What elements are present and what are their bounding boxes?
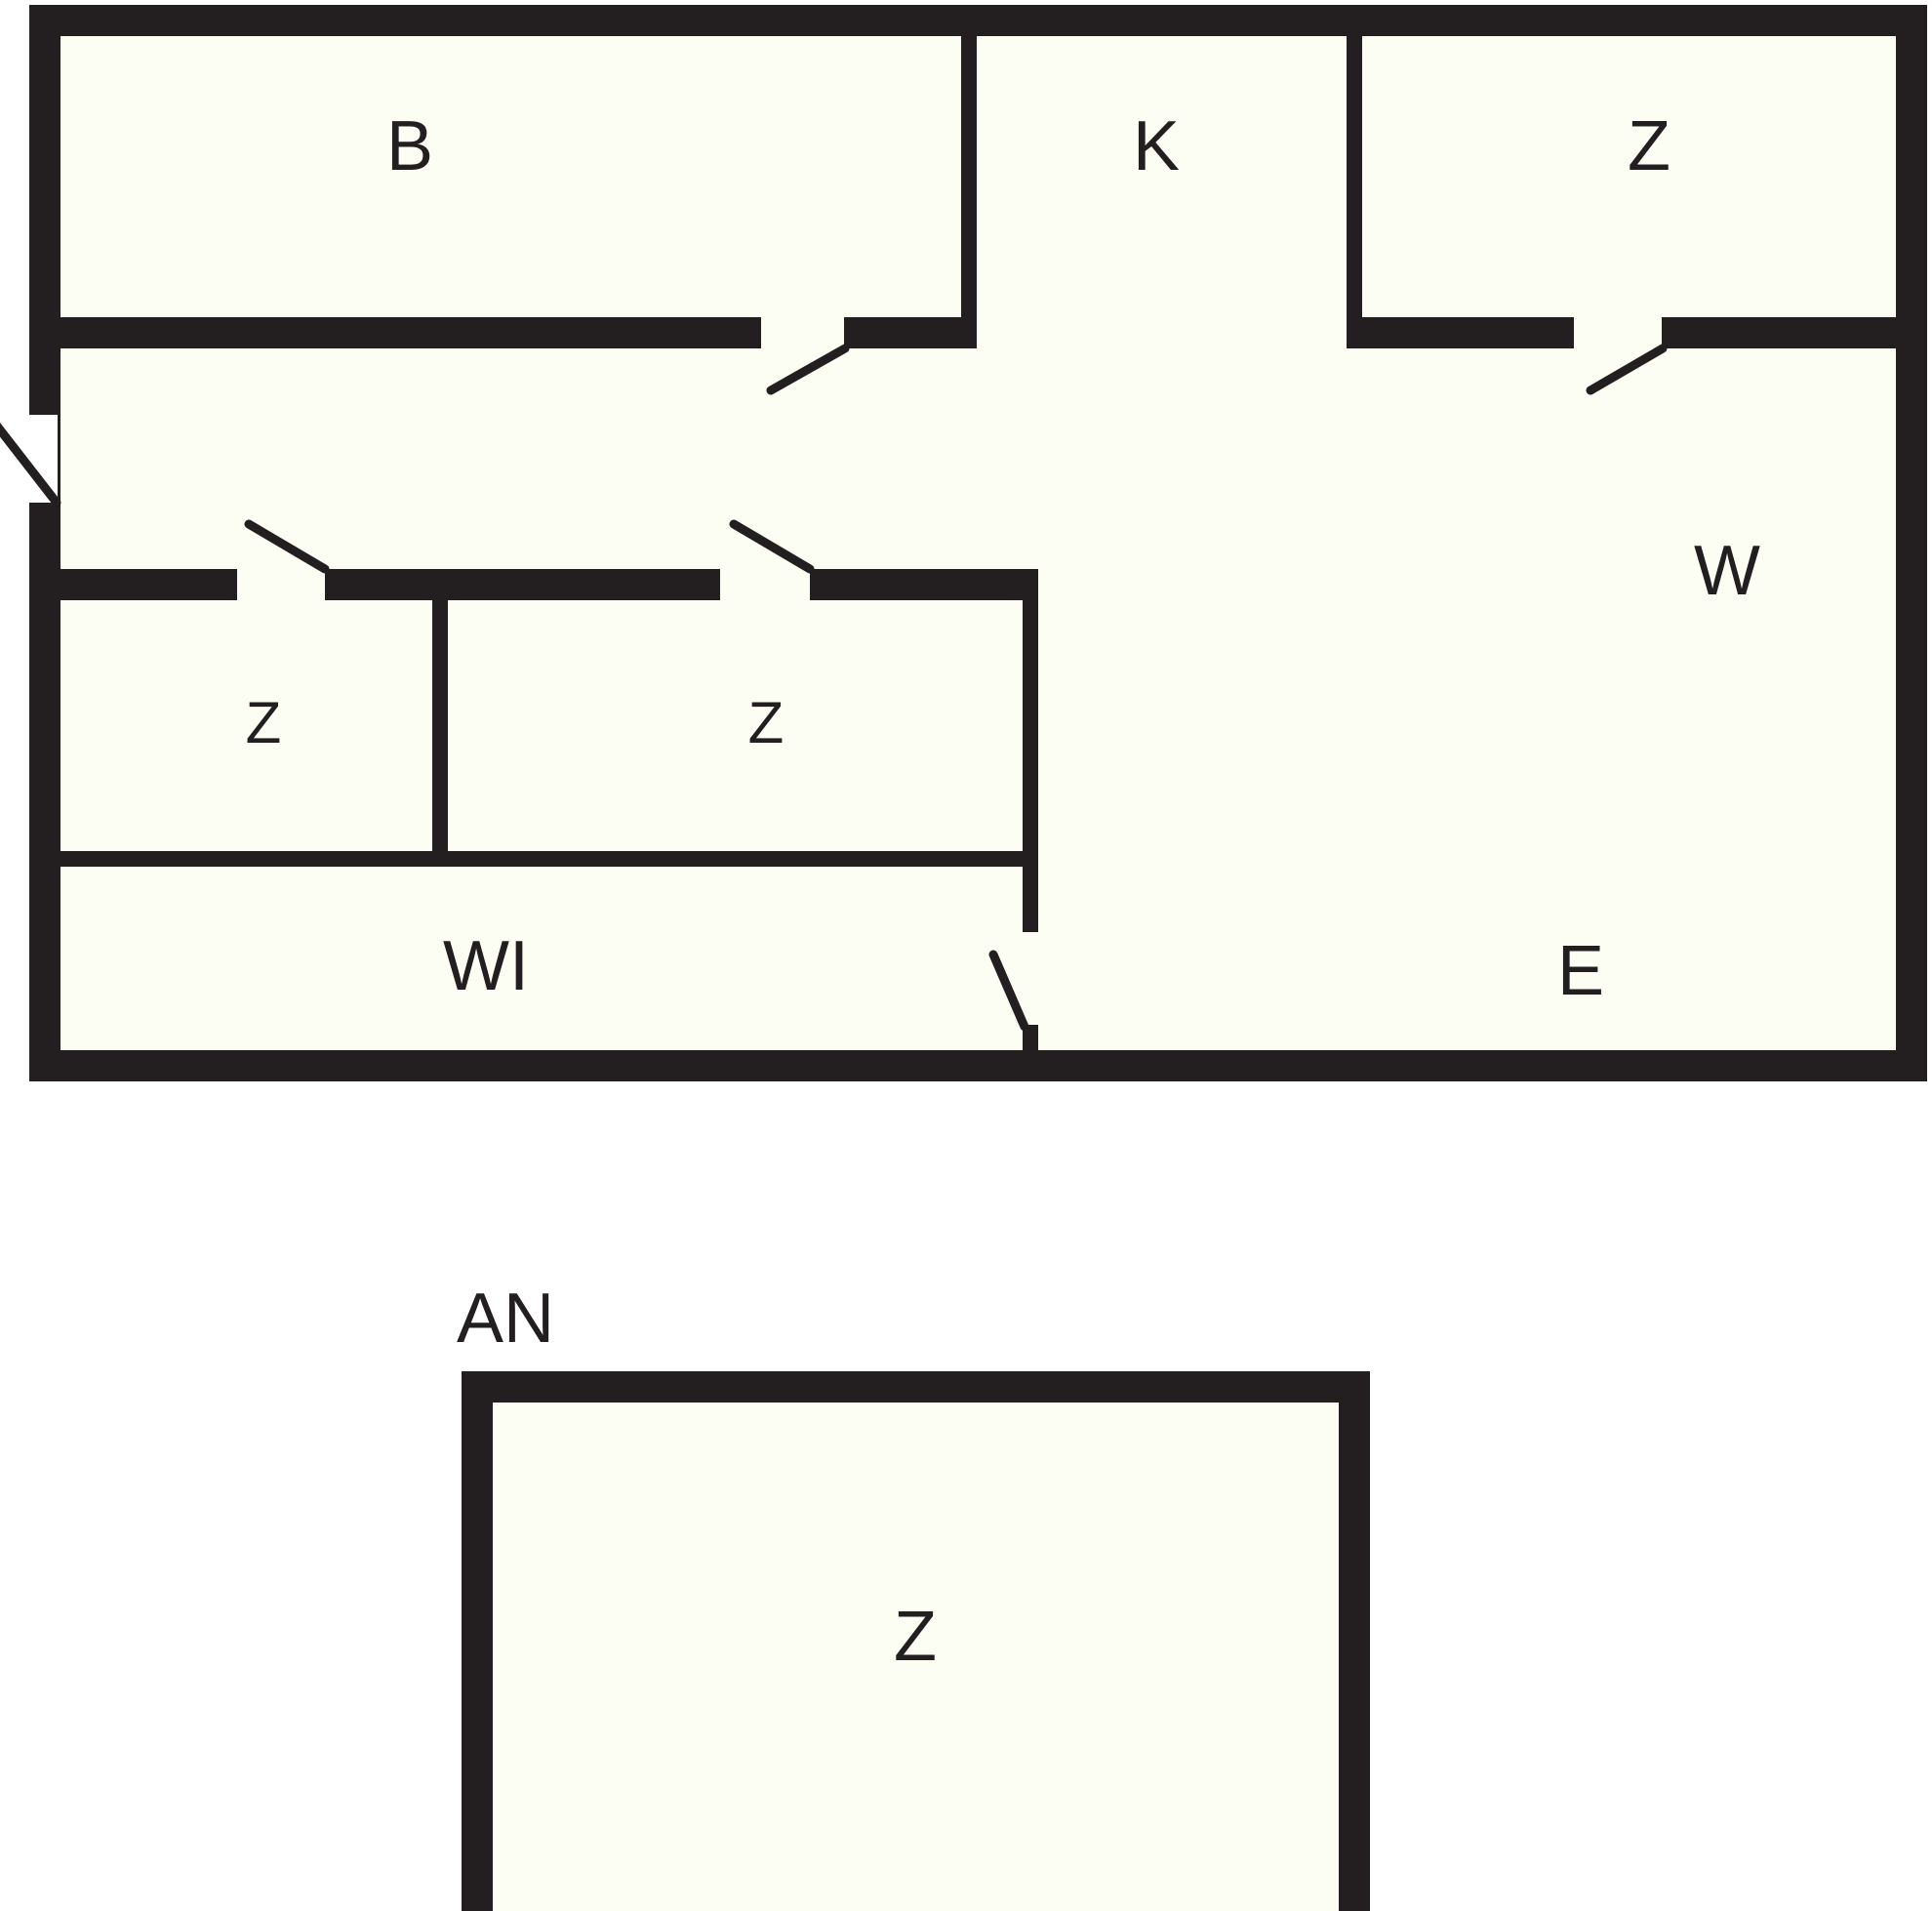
main-interior-floor bbox=[60, 36, 1896, 1050]
wall-z-ne-south-left bbox=[1347, 317, 1574, 348]
wall-b-east bbox=[961, 5, 977, 327]
wall-z-row-north-seg2 bbox=[325, 569, 720, 600]
room-label-wi: WI bbox=[443, 927, 529, 1005]
wall-wi-east-lower bbox=[1023, 1025, 1038, 1050]
door-leaf-z-sw bbox=[244, 519, 330, 574]
room-label-z-ne: Z bbox=[1628, 107, 1670, 185]
room-label-z-s: Z bbox=[748, 690, 785, 755]
wall-k-east bbox=[1347, 5, 1362, 327]
main-unit: B K Z W Z Z WI E bbox=[0, 5, 1927, 1081]
door-leaf-wi bbox=[988, 950, 1029, 1032]
wall-z-divider bbox=[432, 569, 448, 866]
door-leaf-b bbox=[766, 344, 850, 395]
wall-wi-north bbox=[60, 851, 1038, 867]
annex-unit: AN Z bbox=[457, 1280, 1370, 1911]
annex-interior-floor bbox=[493, 1403, 1339, 1911]
room-label-b: B bbox=[386, 107, 433, 185]
room-label-e: E bbox=[1557, 932, 1604, 1010]
wall-z-block-east bbox=[1023, 569, 1038, 932]
room-label-w: W bbox=[1694, 532, 1760, 610]
wall-z-row-north-seg3 bbox=[810, 569, 1038, 600]
door-leaf-z-s bbox=[729, 519, 815, 574]
annex-room-label-z: Z bbox=[894, 1598, 937, 1676]
annex-title: AN bbox=[457, 1280, 554, 1358]
wall-b-south-right bbox=[844, 317, 977, 348]
door-leaf-z-ne bbox=[1586, 344, 1668, 395]
wall-b-south-left bbox=[60, 317, 761, 348]
door-leaf-entry-west bbox=[0, 422, 61, 508]
wall-z-ne-south-right bbox=[1662, 317, 1927, 348]
wall-z-row-north-seg1 bbox=[60, 569, 237, 600]
door-jamb-entry-west bbox=[58, 415, 60, 503]
room-label-z-sw: Z bbox=[246, 690, 282, 755]
room-label-k: K bbox=[1133, 107, 1180, 185]
